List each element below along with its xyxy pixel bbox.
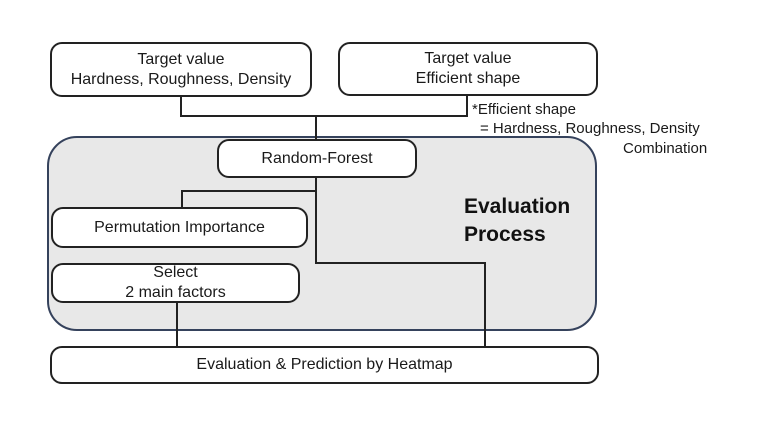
connector-line-top-horizontal	[180, 115, 468, 117]
connector-line-target-right-down	[466, 96, 468, 117]
random-forest-box: Random-Forest	[217, 139, 417, 178]
permutation-importance-box: Permutation Importance	[51, 207, 308, 248]
evaluation-process-label-line2: Process	[464, 223, 546, 246]
connector-line-right-to-heatmap	[484, 262, 486, 346]
evaluation-process-label: Evaluation Process	[464, 193, 570, 249]
permutation-importance-label: Permutation Importance	[94, 218, 265, 236]
connector-line-select-to-heatmap	[176, 303, 178, 346]
select-factors-line1: Select	[153, 264, 198, 281]
connector-line-random-forest-down	[315, 178, 317, 264]
target-left-line1: Target value	[137, 50, 225, 68]
heatmap-box: Evaluation & Prediction by Heatmap	[50, 346, 599, 384]
target-value-efficient-box: Target value Efficient shape	[338, 42, 598, 96]
target-value-hardness-box: Target value Hardness, Roughness, Densit…	[50, 42, 312, 97]
efficient-shape-annotation-line1: *Efficient shape	[472, 101, 576, 118]
select-factors-line2: 2 main factors	[125, 284, 226, 301]
connector-line-target-left-down	[180, 97, 182, 116]
target-right-line1: Target value	[424, 50, 512, 67]
evaluation-process-label-line1: Evaluation	[464, 195, 571, 218]
efficient-shape-annotation-line2: = Hardness, Roughness, Density	[480, 120, 700, 137]
connector-line-branch-horizontal	[181, 190, 317, 192]
connector-line-to-permutation	[181, 190, 183, 207]
heatmap-label: Evaluation & Prediction by Heatmap	[196, 356, 453, 373]
select-factors-box: Select 2 main factors	[51, 263, 300, 303]
target-right-line2: Efficient shape	[415, 70, 521, 87]
target-left-line2: Hardness, Roughness, Density	[70, 70, 292, 88]
connector-line-to-random-forest	[315, 115, 317, 139]
efficient-shape-annotation-line3: Combination	[623, 140, 708, 157]
connector-line-lower-horizontal	[315, 262, 486, 264]
random-forest-label: Random-Forest	[261, 149, 373, 167]
